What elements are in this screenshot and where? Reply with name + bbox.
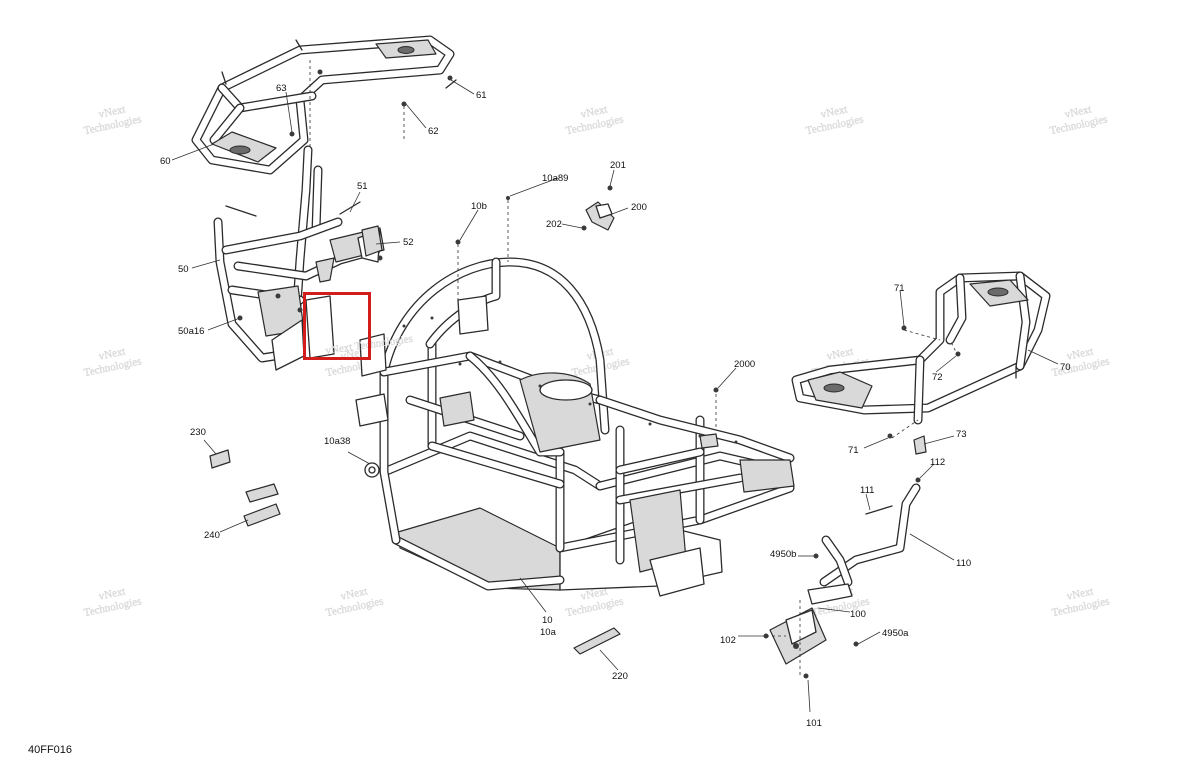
- watermark-text: vNext: [1066, 585, 1095, 602]
- watermark-text: vNext: [98, 585, 127, 602]
- callout-10: 10: [542, 615, 553, 626]
- callout-61: 61: [476, 90, 487, 101]
- callout-220: 220: [612, 671, 628, 682]
- highlight-box: [303, 292, 371, 360]
- callout-10a38: 10a38: [324, 436, 350, 447]
- main-frame: [355, 257, 795, 597]
- callout-102: 102: [720, 635, 736, 646]
- callout-70: 70: [1060, 362, 1071, 373]
- callout-50: 50: [178, 264, 189, 275]
- callout-111: 111: [860, 485, 874, 496]
- callout-101: 101: [806, 718, 822, 729]
- callout-202: 202: [546, 219, 562, 230]
- callout-100: 100: [850, 609, 866, 620]
- callout-63: 63: [276, 83, 287, 94]
- callout-4950a: 4950a: [882, 628, 909, 639]
- watermark-text: vNext: [1064, 103, 1093, 120]
- callout-112: 112: [930, 457, 945, 468]
- rear-support: [769, 483, 921, 665]
- watermark-text: vNext: [580, 585, 609, 602]
- callout-62: 62: [428, 126, 439, 137]
- watermark-text: vNext: [820, 103, 849, 120]
- watermark-text: vNext: [1066, 345, 1095, 362]
- callout-10b: 10b: [471, 201, 487, 212]
- callout-71-bottom: 71: [848, 445, 859, 456]
- callout-labels: 61 62 63 60 51 52 50 50a16 10a89 10b 201…: [160, 83, 1071, 729]
- callout-50a16: 50a16: [178, 326, 204, 337]
- callout-72: 72: [932, 372, 943, 383]
- callout-51: 51: [357, 181, 368, 192]
- leader-lines: [171, 60, 1059, 713]
- callout-240: 240: [204, 530, 220, 541]
- figure-code: 40FF016: [28, 744, 73, 756]
- callout-110: 110: [956, 558, 971, 569]
- callout-2000: 2000: [734, 359, 755, 370]
- callout-71-top: 71: [894, 283, 905, 294]
- watermark-text: vNext: [826, 345, 855, 362]
- callout-200: 200: [631, 202, 647, 213]
- watermark-text: vNext: [340, 585, 369, 602]
- rear-rack: [791, 271, 1051, 425]
- callout-60: 60: [160, 156, 171, 167]
- watermark-text: vNext: [98, 345, 127, 362]
- watermark-text: vNext: [580, 103, 609, 120]
- callout-73: 73: [956, 429, 967, 440]
- watermark-text: vNext: [98, 103, 127, 120]
- front-bumper: [213, 217, 385, 371]
- callout-4950b: 4950b: [770, 549, 796, 560]
- callout-52: 52: [403, 237, 414, 248]
- callout-230: 230: [190, 427, 206, 438]
- callout-201: 201: [610, 160, 626, 171]
- callout-10a89: 10a89: [542, 173, 568, 184]
- callout-10a: 10a: [540, 627, 557, 638]
